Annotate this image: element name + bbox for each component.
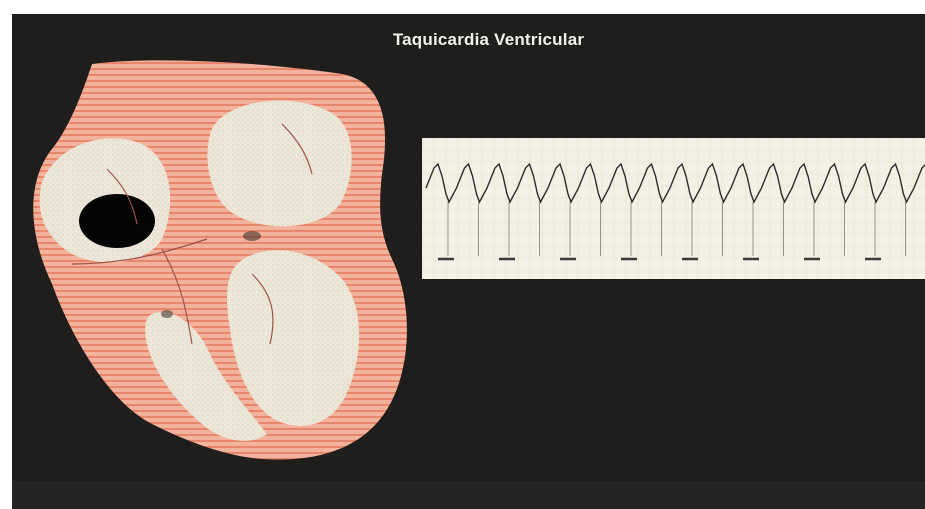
left-atrium (207, 101, 351, 227)
ecg-ticks (438, 202, 925, 259)
slide-canvas: Taquicardia Ventricular (12, 14, 925, 509)
ecg-grid (422, 138, 925, 279)
ecg-trace (426, 164, 925, 202)
heart-illustration (12, 14, 432, 509)
bottom-strip (12, 481, 925, 509)
vessel-opening (79, 194, 155, 248)
ecg-strip (422, 138, 925, 279)
